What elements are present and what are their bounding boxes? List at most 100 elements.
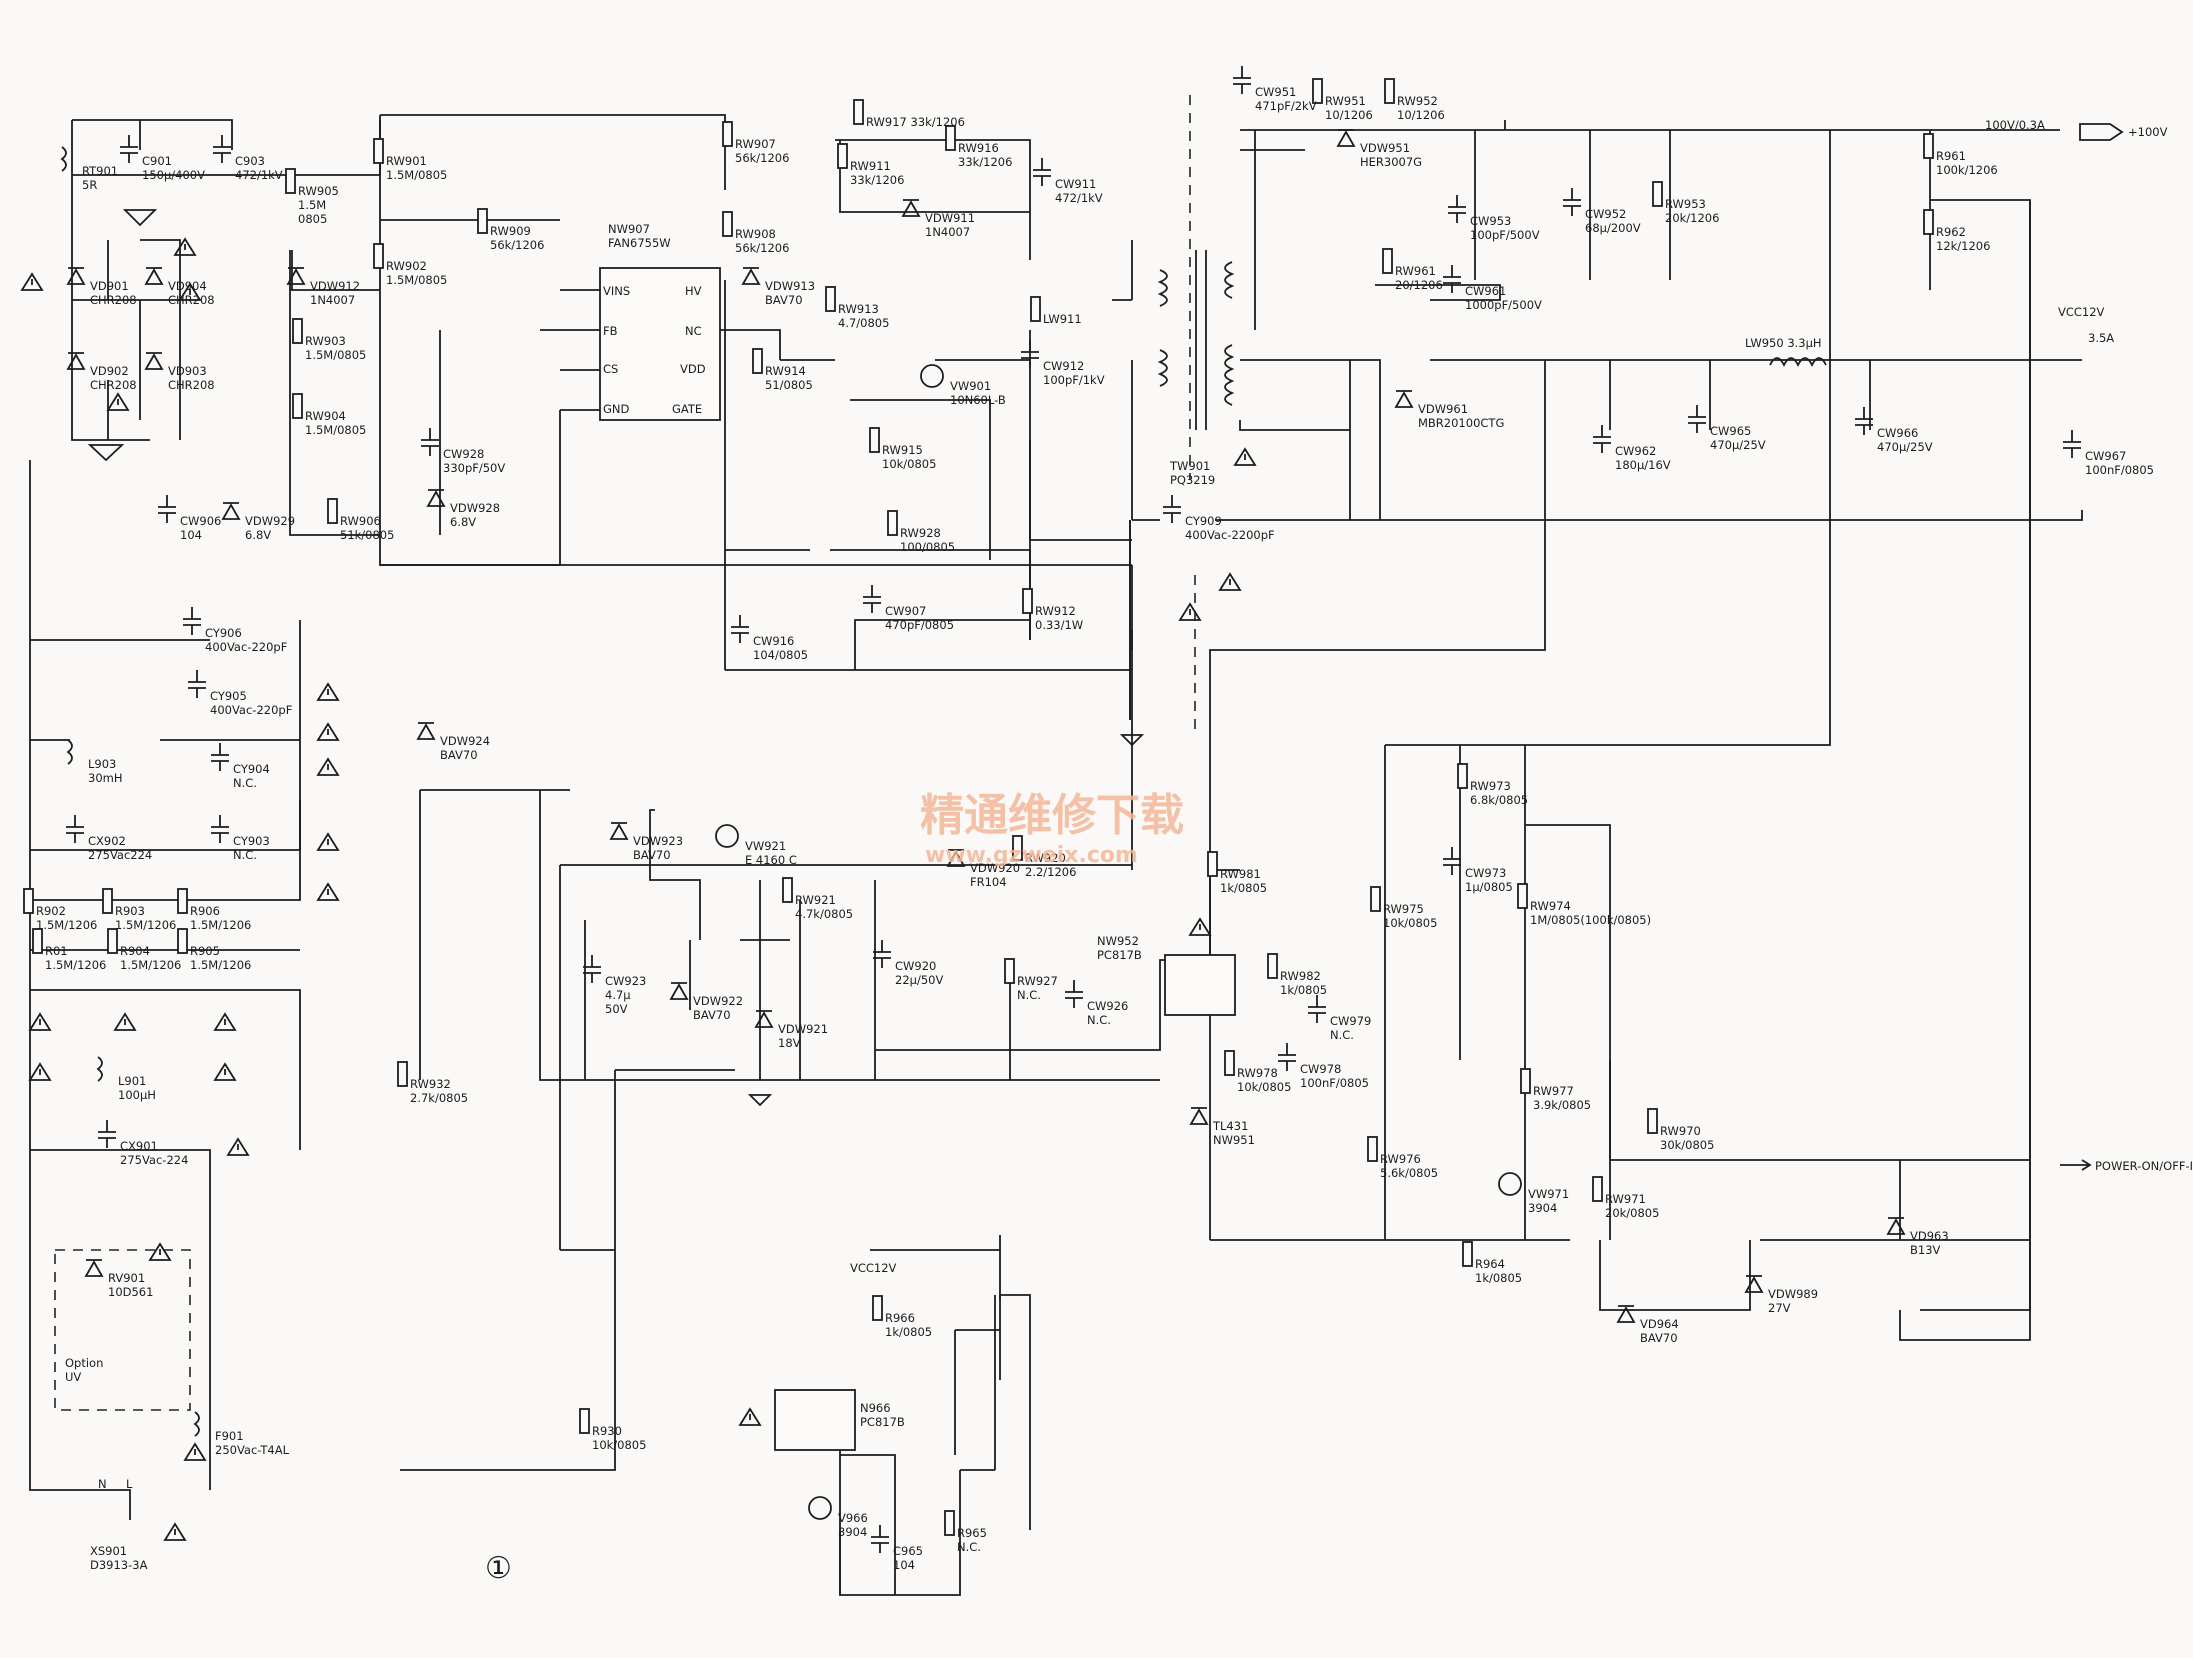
- ic-pin-hv: HV: [685, 284, 702, 298]
- glyph-cx901: [98, 1120, 116, 1148]
- label-rw920-line: 2.2/1206: [1025, 865, 1076, 879]
- warning-triangle-icon: [1188, 917, 1212, 936]
- glyph-rw927: [1004, 958, 1015, 984]
- label-rw914-line: RW914: [765, 364, 806, 378]
- label-vdw921-line: 18V: [778, 1036, 801, 1050]
- label-f901-line: F901: [215, 1429, 244, 1443]
- glyph-v966: [808, 1496, 832, 1520]
- glyph-r966: [872, 1295, 883, 1321]
- label-n966-line: N966: [860, 1401, 891, 1415]
- label-cw967-line: 100nF/0805: [2085, 463, 2154, 477]
- label-cw953-line: CW953: [1470, 214, 1511, 228]
- inductor-lw950: [1769, 357, 1827, 368]
- label-c901-line: 150μ/400V: [142, 168, 205, 182]
- glyph-rw915: [869, 427, 880, 453]
- label-c903-line: 472/1kV: [235, 168, 283, 182]
- glyph-rw913: [825, 286, 836, 312]
- label-v966-line: 3904: [838, 1525, 867, 1539]
- label-rw977-line: RW977: [1533, 1084, 1574, 1098]
- ic-pin-fb: FB: [603, 324, 618, 338]
- glyph-rw904: [292, 393, 303, 419]
- label-rw951-line: RW951: [1325, 94, 1366, 108]
- label-l903-line: 30mH: [88, 771, 122, 785]
- label-vdw924-line: VDW924: [440, 734, 490, 748]
- label-vdw913-line: BAV70: [765, 293, 803, 307]
- label-vdw913-line: VDW913: [765, 279, 815, 293]
- label-cw907-line: 470pF/0805: [885, 618, 954, 632]
- ic-pin-cs: CS: [603, 362, 618, 376]
- label-rw915-line: 10k/0805: [882, 457, 936, 471]
- warning-triangle-icon: [226, 1137, 250, 1156]
- glyph-f901: [193, 1411, 200, 1437]
- label-lw911: LW911: [1043, 312, 1082, 326]
- label-rw953-line: 20k/1206: [1665, 211, 1719, 225]
- label-r903-line: 1.5M/1206: [115, 918, 176, 932]
- glyph-rw903: [292, 318, 303, 344]
- label-cy909-line: 400Vac-2200pF: [1185, 528, 1275, 542]
- label-rw952-line: RW952: [1397, 94, 1438, 108]
- label-cy906-line: 400Vac-220pF: [205, 640, 287, 654]
- label-rw907-line: RW907: [735, 137, 776, 151]
- ic-pin-vdd: VDD: [680, 362, 706, 376]
- label-r904-line: 1.5M/1206: [120, 958, 181, 972]
- transformer-tw901: [1157, 250, 1235, 430]
- label-cw906-line: CW906: [180, 514, 221, 528]
- label-vdw920-line: FR104: [970, 875, 1007, 889]
- label-rw913-line: RW913: [838, 302, 879, 316]
- label-cw961-line: 1000pF/500V: [1465, 298, 1542, 312]
- glyph-rw921: [782, 877, 793, 903]
- label-vdw961-line: VDW961: [1418, 402, 1468, 416]
- warning-triangle-icon: [28, 1062, 52, 1081]
- glyph-rw908: [722, 211, 733, 237]
- label-cw912-line: 100pF/1kV: [1043, 373, 1105, 387]
- glyph-rw917: [853, 99, 864, 125]
- label-cw952-line: CW952: [1585, 207, 1626, 221]
- glyph-cw979: [1308, 995, 1326, 1023]
- glyph-vd904: [144, 267, 164, 285]
- page-number: ①: [485, 1551, 512, 1586]
- label-cy904-line: CY904: [233, 762, 270, 776]
- label-cw916-line: CW916: [753, 634, 794, 648]
- glyph-r964: [1462, 1241, 1473, 1267]
- option-uv-box: [54, 1249, 191, 1411]
- label-cy905-line: CY905: [210, 689, 247, 703]
- label-rw970-line: 30k/0805: [1660, 1138, 1714, 1152]
- label-r01-line: 1.5M/1206: [45, 958, 106, 972]
- label-vdw912-line: VDW912: [310, 279, 360, 293]
- watermark-title: 精通维修下载: [920, 790, 1184, 841]
- label-lw911-line: LW911: [1043, 312, 1082, 326]
- glyph-cw906: [158, 495, 176, 523]
- glyph-vdw961: [1394, 390, 1414, 408]
- glyph-r902: [23, 888, 34, 914]
- label-rw961-line: RW961: [1395, 264, 1436, 278]
- label-lw950: LW950 3.3μH: [1745, 336, 1822, 350]
- warning-triangle-icon: [148, 1242, 172, 1261]
- label-cw928-line: CW928: [443, 447, 484, 461]
- glyph-vw901: [920, 364, 944, 388]
- label-rw951-line: 10/1206: [1325, 108, 1373, 122]
